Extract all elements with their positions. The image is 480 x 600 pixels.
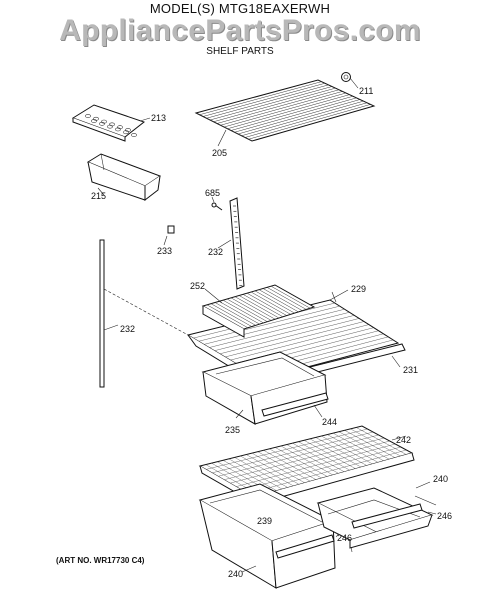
site-watermark: AppliancePartsPros.com [59, 14, 421, 47]
part-205-wire-shelf[interactable] [194, 79, 376, 147]
part-232-right-rail[interactable] [217, 197, 245, 290]
model-title: MODEL(S) MTG18EAXERWH [149, 1, 331, 16]
callout-235: 235 [225, 425, 240, 435]
callout-labels: 211 205 213 215 685 232 233 232 252 229 … [91, 86, 452, 579]
callout-232-right: 232 [208, 247, 223, 257]
callout-252: 252 [190, 281, 205, 291]
callout-246-left: 246 [337, 533, 352, 543]
callout-232-left: 232 [120, 324, 135, 334]
art-number: (ART NO. WR17730 C4) [56, 556, 145, 565]
part-215-door-bin[interactable] [86, 153, 162, 202]
part-213-egg-tray[interactable] [71, 104, 151, 142]
callout-213: 213 [151, 113, 166, 123]
callout-242: 242 [396, 435, 411, 445]
part-246-right-drawer-front[interactable] [351, 495, 437, 529]
callout-685: 685 [205, 188, 220, 198]
callout-231: 231 [403, 365, 418, 375]
callout-205: 205 [212, 148, 227, 158]
part-244-pan-front[interactable] [261, 392, 329, 418]
part-211-end-cap[interactable] [341, 72, 359, 89]
section-title: SHELF PARTS [206, 46, 274, 57]
callout-240-left: 240 [228, 569, 243, 579]
part-240-left-crisper-drawer[interactable] [198, 483, 336, 589]
callout-246-right: 246 [437, 511, 452, 521]
part-240-right-crisper-drawer[interactable] [316, 481, 434, 553]
part-685-screw[interactable] [211, 196, 223, 211]
part-232-left-rail[interactable] [99, 239, 189, 388]
callout-215: 215 [91, 191, 106, 201]
part-233-clip[interactable] [163, 225, 175, 246]
callout-211: 211 [359, 86, 373, 96]
callout-240-right: 240 [433, 474, 448, 484]
callout-239: 239 [257, 516, 272, 526]
part-252-snugger-shelf[interactable] [201, 284, 316, 338]
callout-233: 233 [157, 246, 172, 256]
callout-244: 244 [322, 417, 337, 427]
callout-229: 229 [351, 284, 366, 294]
part-242-crisper-cover[interactable] [198, 425, 415, 506]
